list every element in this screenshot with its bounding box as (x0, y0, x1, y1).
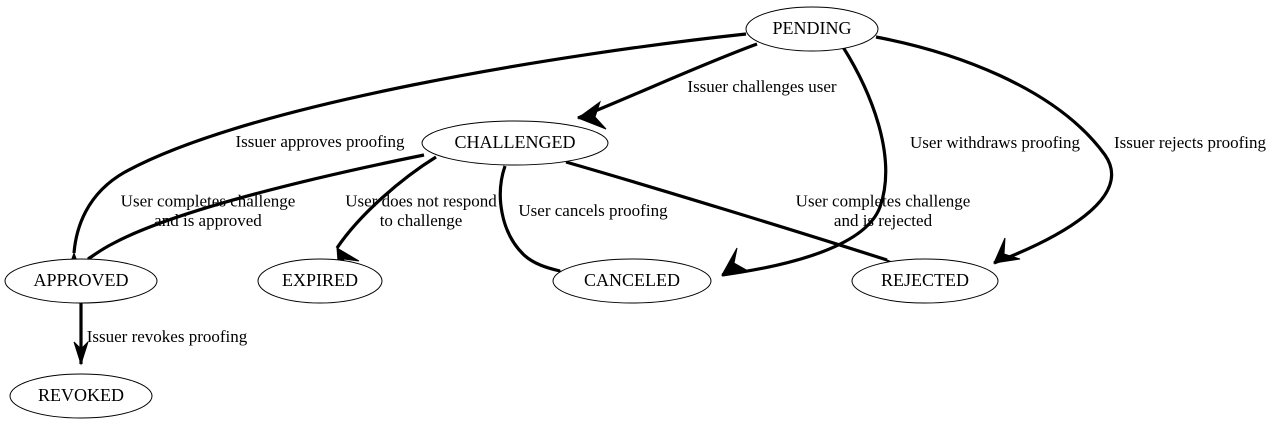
edge-approved-to-revoked (73, 303, 89, 366)
edge-label-pending-to-approved: Issuer approves proofing (235, 132, 405, 151)
edge-line-challenged-to-expired (335, 155, 437, 249)
edge-pending-to-challenged (576, 42, 758, 130)
edge-line-challenged-to-canceled (498, 165, 561, 273)
node-shape-expired[interactable] (257, 258, 383, 304)
edge-line-challenged-to-approved (87, 153, 425, 261)
nodes-layer: PENDING CHALLENGED APPROVED EXPIRED CANCELED… (4, 6, 999, 419)
node-label-expired: EXPIRED (282, 270, 358, 290)
edge-line-challenged-to-rejected (565, 160, 888, 262)
arrowhead-icon (576, 100, 607, 130)
node-rejected[interactable]: REJECTED (851, 258, 999, 304)
arrowhead-icon (73, 341, 89, 366)
edge-line-pending-to-rejected (875, 35, 1114, 265)
node-pending[interactable]: PENDING (745, 6, 879, 52)
node-canceled[interactable]: CANCELED (552, 258, 712, 304)
edge-pending-to-approved (64, 32, 747, 279)
edge-line-pending-to-canceled (721, 46, 888, 277)
node-label-approved: APPROVED (33, 270, 128, 290)
node-shape-pending[interactable] (745, 6, 879, 52)
edge-pending-to-rejected (875, 35, 1114, 265)
edge-pending-to-canceled (721, 46, 888, 277)
arrowhead-icon (993, 237, 1021, 264)
node-label-pending: PENDING (773, 18, 852, 38)
node-shape-approved[interactable] (4, 258, 158, 304)
edge-label-approved-to-revoked: Issuer revokes proofing (87, 327, 248, 346)
node-expired[interactable]: EXPIRED (257, 258, 383, 304)
node-shape-rejected[interactable] (851, 258, 999, 304)
node-approved[interactable]: APPROVED (4, 258, 158, 304)
arrowhead-icon (721, 247, 750, 276)
node-shape-canceled[interactable] (552, 258, 712, 304)
edge-label-challenged-to-canceled: User cancels proofing (518, 201, 668, 220)
node-revoked[interactable]: REVOKED (9, 373, 153, 419)
node-label-canceled: CANCELED (584, 270, 680, 290)
edge-label-pending-to-rejected: Issuer rejects proofing (1114, 133, 1267, 152)
node-label-rejected: REJECTED (881, 270, 969, 290)
node-challenged[interactable]: CHALLENGED (421, 120, 609, 166)
edge-line-pending-to-challenged (577, 42, 758, 120)
edge-label-pending-to-canceled: User withdraws proofing (910, 133, 1080, 152)
edge-label-pending-to-challenged: Issuer challenges user (687, 77, 837, 96)
node-label-revoked: REVOKED (38, 385, 124, 405)
node-shape-challenged[interactable] (421, 120, 609, 166)
node-label-challenged: CHALLENGED (455, 132, 576, 152)
edge-line-pending-to-approved (72, 32, 747, 254)
node-shape-revoked[interactable] (9, 373, 153, 419)
